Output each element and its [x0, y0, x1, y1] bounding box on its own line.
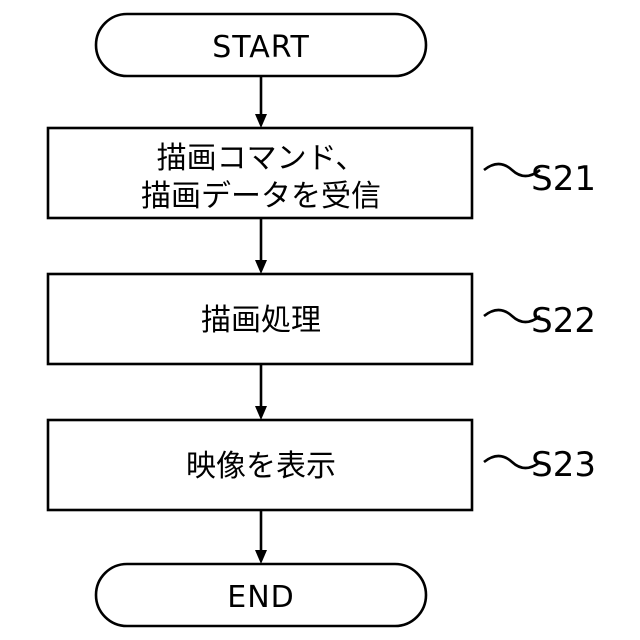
process-box-s21: 描画コマンド、 描画データを受信: [48, 128, 472, 218]
step-callout-s21: S21: [484, 159, 596, 199]
end-label: END: [227, 580, 295, 615]
connector-s21-s22: [255, 218, 267, 274]
process-box-s22: 描画処理: [48, 274, 472, 364]
start-label: START: [212, 30, 310, 65]
process-s21-line-1: 描画コマンド、: [157, 141, 366, 176]
step-id-s21: S21: [531, 159, 596, 199]
end-terminal: END: [96, 564, 426, 626]
connector-s23-end: [255, 510, 267, 564]
process-box-s23: 映像を表示: [48, 420, 472, 510]
process-s23-line-1: 映像を表示: [186, 449, 336, 484]
start-terminal: START: [96, 14, 426, 76]
step-callout-s23: S23: [484, 445, 596, 485]
step-id-s23: S23: [531, 445, 596, 485]
step-id-s22: S22: [531, 301, 596, 341]
connector-start-s21: [255, 76, 267, 128]
process-s22-line-1: 描画処理: [201, 303, 321, 338]
step-callout-s22: S22: [484, 301, 596, 341]
connector-s22-s23: [255, 364, 267, 420]
process-s21-line-2: 描画データを受信: [141, 179, 381, 214]
